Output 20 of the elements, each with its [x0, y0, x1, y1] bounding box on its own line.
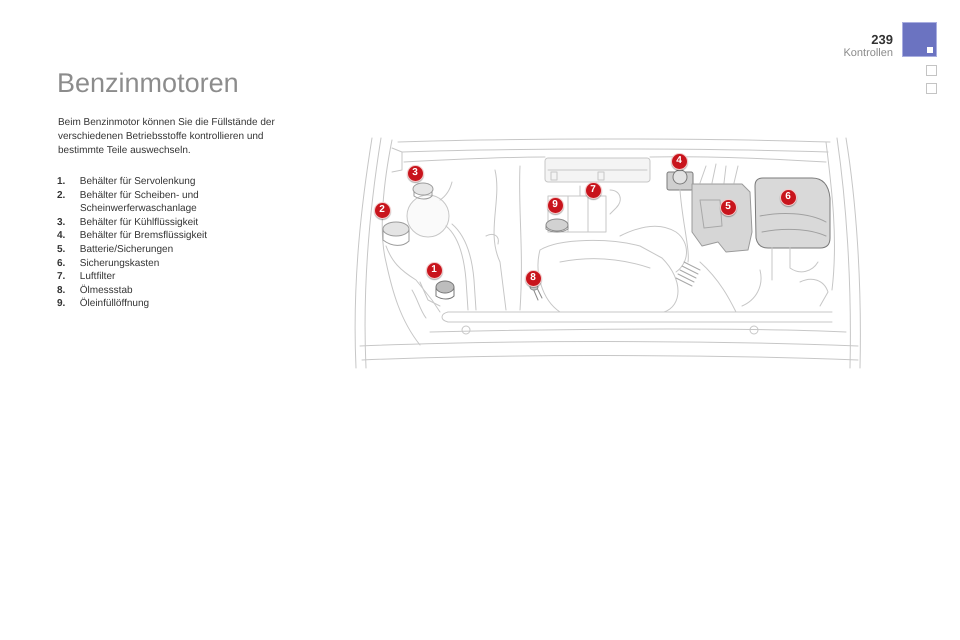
- list-item: 9. Öleinfüllöffnung: [57, 297, 150, 311]
- list-item: 4. Behälter für Bremsflüssigkeit: [57, 229, 208, 243]
- page-title: Benzinmotoren: [57, 70, 239, 97]
- callout-number: 7: [584, 182, 602, 198]
- list-item: 3. Behälter für Kühlflüssigkeit: [57, 216, 200, 230]
- section-name: Kontrollen: [843, 48, 893, 59]
- list-item: 5. Batterie/Sicherungen: [57, 242, 174, 257]
- callout-number: 3: [406, 164, 424, 182]
- list-item: 7. Luftfilter: [57, 270, 116, 284]
- list-item: 6. Sicherungskasten: [57, 256, 160, 270]
- list-item: 2. Behälter für Scheiben- und Scheinwerferwaschanlage: [57, 188, 200, 216]
- callout-number: 4: [670, 152, 688, 170]
- list-item: 1. Behälter für Servolenkung: [57, 175, 196, 189]
- intro-paragraph: Beim Benzinmotor können Sie die Füllstände der verschiedenen Betriebsstoffe kontrollieren und bestimmte Teile auswechseln.: [58, 116, 276, 158]
- callout-number: 8: [524, 270, 542, 286]
- callout-number: 2: [374, 202, 390, 218]
- callout-number: 9: [546, 196, 564, 214]
- list-item: 8. Ölmessstab: [57, 284, 134, 298]
- callout-number: 1: [426, 262, 442, 278]
- page-number: 239: [871, 33, 893, 46]
